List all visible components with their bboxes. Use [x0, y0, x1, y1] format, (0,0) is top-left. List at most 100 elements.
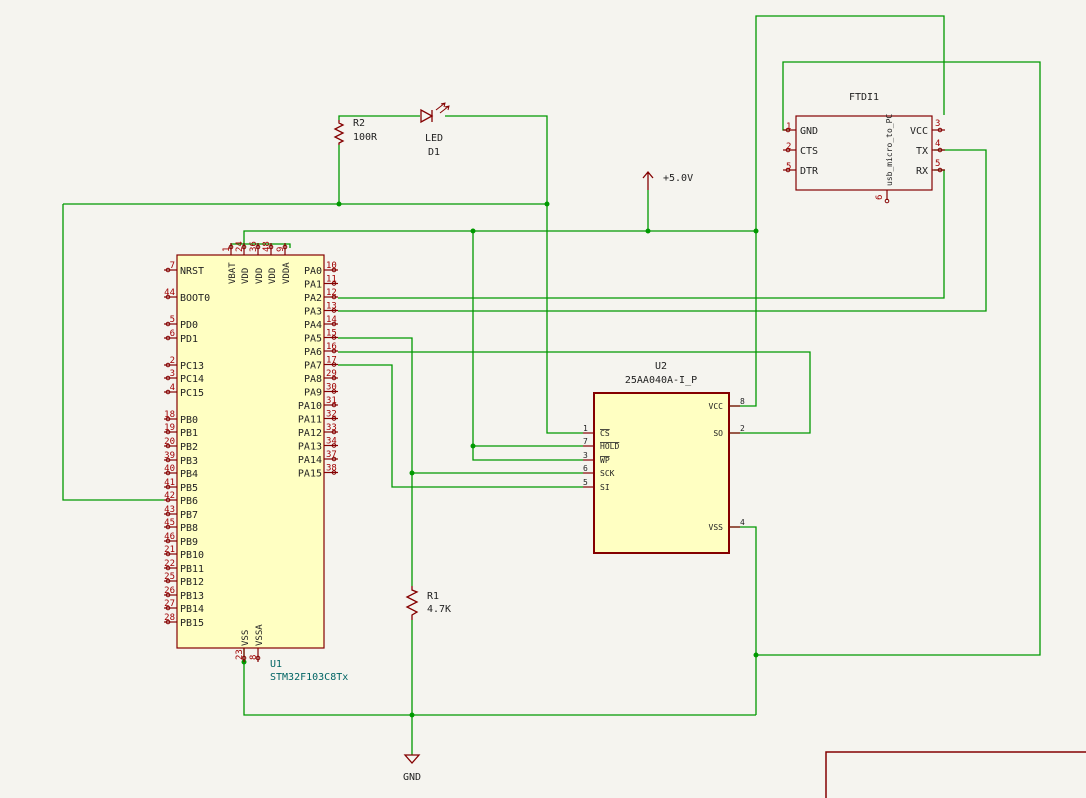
u1-pin-num: 43 [164, 505, 175, 515]
u1-pin-40-end [165, 470, 171, 476]
d1-light-arrows [435, 102, 450, 114]
u2-ref: U2 [655, 361, 667, 372]
u2-pin-num: 3 [583, 451, 588, 460]
ftdi-pin-name: TX [916, 146, 928, 157]
u1-pin-name: PD1 [180, 334, 198, 345]
r1-zigzag [405, 586, 419, 620]
u1-pin-38-end [331, 470, 337, 475]
u1-pin-num: 9 [276, 247, 286, 252]
u1-pin-name: PA15 [298, 469, 322, 480]
junction [544, 201, 550, 207]
u2-pin-num: 5 [583, 478, 588, 487]
u1-pin-num: 39 [164, 451, 175, 461]
ftdi-pin-2-end [785, 147, 791, 153]
u1-pin-24-end [241, 244, 247, 250]
u1-body [176, 254, 325, 649]
u1-pin-num: 27 [164, 599, 175, 609]
wire-r2-top [338, 115, 420, 120]
u1-pin-num: 26 [164, 586, 175, 596]
u1-pin-18-end [165, 416, 171, 422]
u1-pin-num: 22 [164, 559, 175, 569]
d1-led[interactable]: LED D1 [420, 102, 450, 158]
ftdi-pin-1-end [785, 127, 791, 133]
u1-pin-name: PA13 [298, 442, 322, 453]
wire-ftdi-vcc [755, 15, 945, 231]
u1-pin-name: VBAT [228, 262, 238, 284]
u1-pin-num: 19 [164, 423, 175, 433]
u1-pin-num: 5 [170, 315, 175, 325]
u1-pin-num: 7 [170, 261, 175, 271]
junction [336, 201, 342, 207]
u1-pin-name: PB11 [180, 564, 204, 575]
gnd-icon [403, 754, 421, 764]
u1-ref: U1 [270, 659, 282, 670]
power-5v-symbol[interactable]: +5.0V [642, 170, 693, 190]
u1-pin-5-end [165, 321, 171, 327]
wire-pa6-so [338, 351, 811, 434]
u2-pin-name: SO [713, 429, 723, 438]
u2-pin-num: 1 [583, 424, 588, 433]
u1-pin-name: PB9 [180, 537, 198, 548]
u1-pin-36-end [255, 244, 261, 250]
u1-pin-num: 14 [326, 315, 337, 325]
r1-ref: R1 [427, 591, 439, 602]
u1-pin-num: 1 [222, 247, 232, 252]
u1-pin-8-end [255, 655, 261, 661]
ftdi-pin-num: 4 [935, 139, 940, 149]
u1-pin-44-end [165, 294, 171, 300]
u1-pin-31-end [331, 402, 337, 408]
u2-pin-num: 4 [740, 518, 745, 527]
u1-pin-num: 36 [249, 241, 259, 252]
u1-pin-43-end [165, 511, 171, 517]
u1-pin-name: PA2 [304, 293, 322, 304]
u2-pin-name: CS [600, 429, 610, 438]
ftdi-pin-3-end [937, 127, 943, 133]
u1-pin-30-end [331, 389, 337, 394]
u1-pin-name: VSSA [255, 624, 265, 646]
u2-pin-name: HOLD [600, 442, 619, 451]
r2-resistor[interactable]: R2 100R [333, 118, 378, 145]
u1-pin-num: 38 [326, 464, 337, 474]
u1-pin-name: PC14 [180, 374, 204, 385]
u2-pin-name: VSS [709, 523, 724, 532]
u1-pin-num: 12 [326, 288, 337, 298]
u1-pin-14-end [331, 321, 337, 327]
r1-resistor[interactable]: R1 4.7K [405, 586, 451, 620]
u1-pin-33-end [331, 429, 337, 435]
junction [470, 228, 476, 234]
u1-pin-34-end [331, 443, 337, 448]
ftdi-pin-num: 2 [786, 142, 791, 152]
u1-pin-name: NRST [180, 266, 204, 277]
u1-pin-29-end [331, 375, 337, 381]
u2-pin-name: SI [600, 483, 610, 492]
u1-pin-num: 28 [164, 613, 175, 623]
vcc-label: +5.0V [663, 173, 693, 184]
u1-pin-name: PB3 [180, 456, 198, 467]
u1-pin-7-end [165, 267, 171, 273]
u1-pin-2-end [165, 362, 171, 368]
u1-pin-num: 45 [164, 518, 175, 528]
u1-pin-num: 48 [262, 241, 272, 252]
ftdi-pin-6-noconnect [884, 198, 890, 204]
u1-pin-name: PA1 [304, 280, 322, 291]
gnd-symbol[interactable]: GND [403, 754, 421, 783]
ftdi-pin-name: VCC [910, 126, 928, 137]
u1-pin-num: 13 [326, 302, 337, 312]
u1-pin-name: PB10 [180, 550, 204, 561]
u1-pin-num: 16 [326, 342, 337, 352]
u1-pin-num: 30 [326, 383, 337, 393]
u1-pin-name: PB0 [180, 415, 198, 426]
u2-pin-name: SCK [600, 469, 615, 478]
u2-pin-name: VCC [709, 402, 724, 411]
u1-pin-1-end [228, 244, 234, 250]
junction [645, 228, 651, 234]
wire-wp [472, 231, 583, 461]
ftdi-ref: FTDI1 [849, 92, 879, 103]
